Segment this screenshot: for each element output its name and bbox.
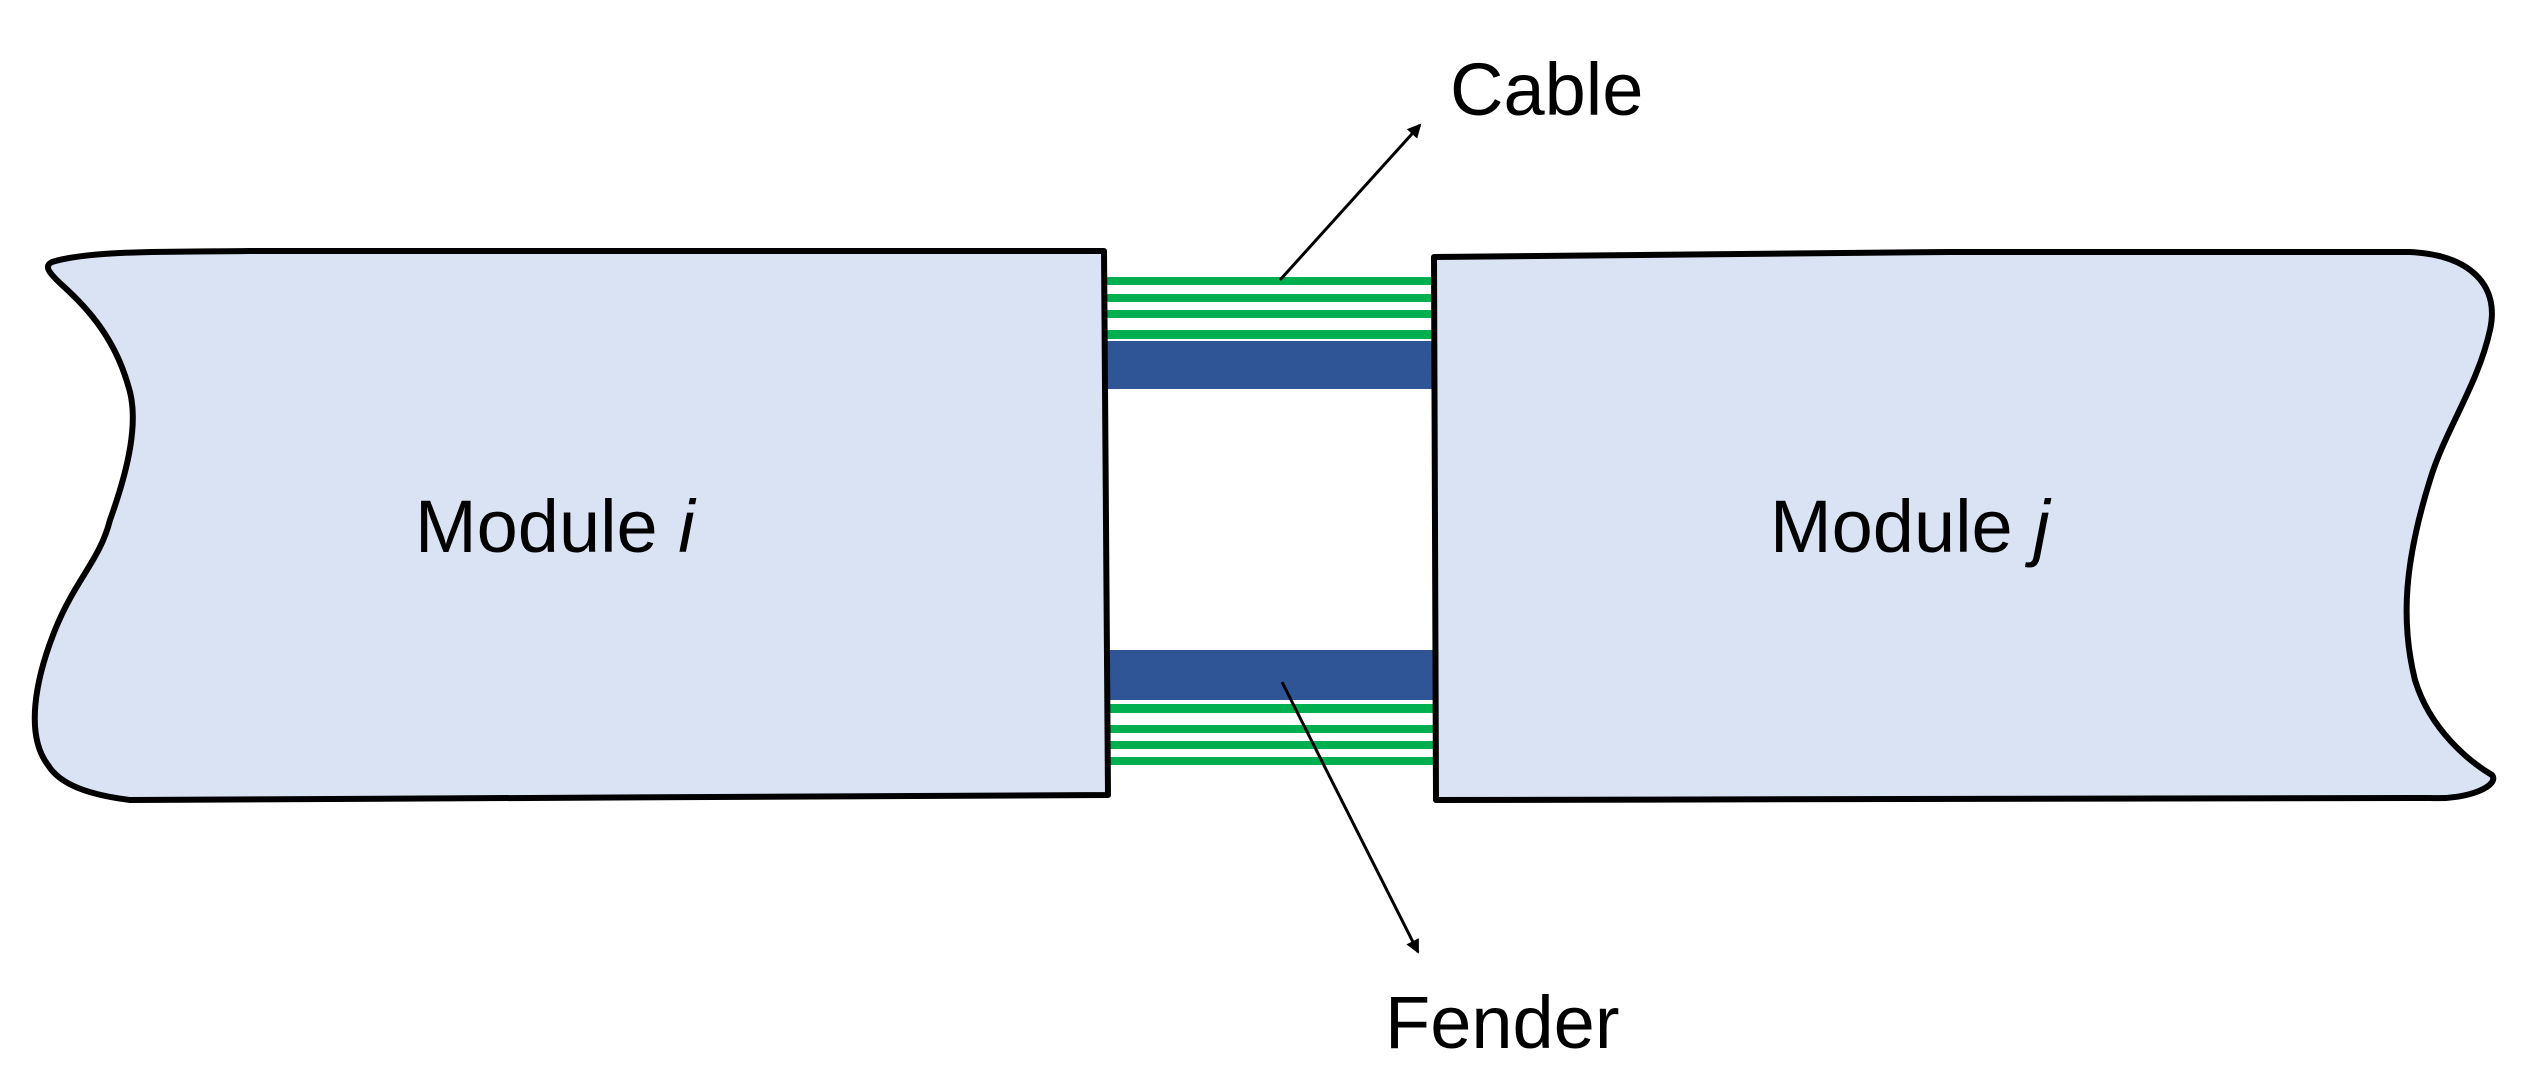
module-i-text: Module: [415, 485, 678, 568]
cable-line: [1106, 741, 1434, 749]
module-i-label: Module i: [415, 485, 697, 568]
module-j-shape: [1431, 249, 2497, 803]
cable-line: [1106, 294, 1434, 302]
fender-lower: [1104, 650, 1436, 700]
module-i-var: i: [678, 485, 697, 568]
lower-cables: [1106, 704, 1434, 765]
cable-label: Cable: [1450, 48, 1643, 131]
module-i-shape: [31, 248, 1111, 803]
cable-callout-arrow: [1278, 123, 1422, 282]
cable-line: [1106, 704, 1434, 713]
fender-upper: [1104, 341, 1436, 389]
module-j-label: Module j: [1770, 485, 2052, 568]
fender-label: Fender: [1385, 981, 1619, 1064]
cable-line: [1106, 310, 1434, 318]
cable-line: [1106, 757, 1434, 765]
cable-line: [1106, 277, 1434, 285]
cable-line: [1106, 330, 1434, 339]
upper-cables: [1106, 277, 1434, 339]
module-j-text: Module: [1770, 485, 2033, 568]
fender-callout-arrow: [1280, 681, 1420, 954]
cable-line: [1106, 725, 1434, 733]
